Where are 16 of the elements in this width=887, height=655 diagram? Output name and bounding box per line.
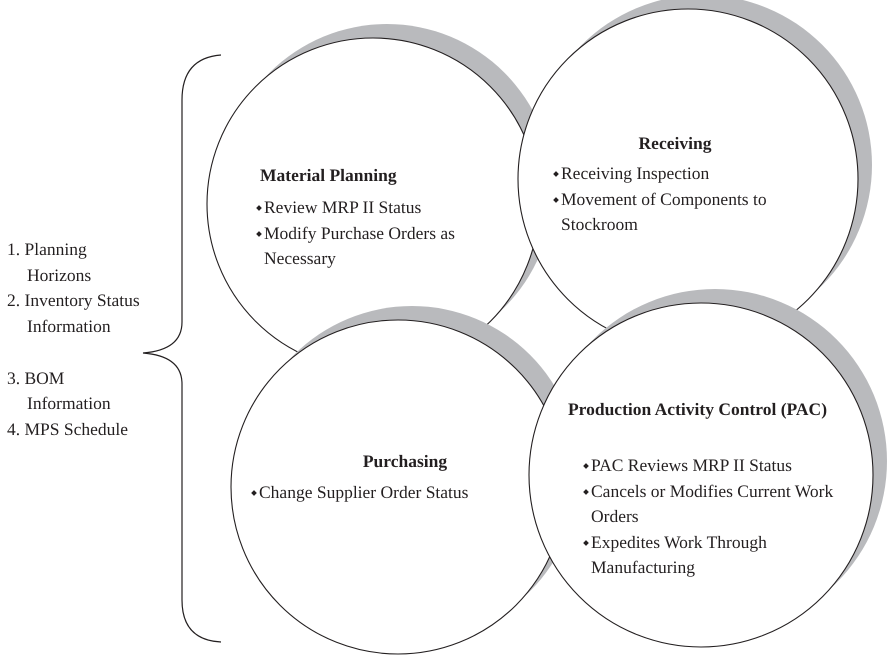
list-item: 3. BOM Information [7, 366, 112, 416]
list-item: 1. Planning Horizons [7, 238, 92, 287]
bullet-text: Cancels or Modifies Current Work Orders [591, 480, 834, 528]
bullet-text: Expedites Work Through Manufacturing [591, 530, 768, 579]
circle-heading: Material Planning [260, 164, 398, 187]
bullet-text: PAC Reviews MRP II Status [591, 454, 792, 477]
circle-heading: Receiving [638, 132, 712, 155]
bullet-text: Change Supplier Order Status [259, 481, 468, 504]
list-item: 4. MPS Schedule [7, 418, 130, 441]
bullet-text: Receiving Inspection [561, 162, 710, 185]
circle-heading: Production Activity Control (PAC) [566, 398, 828, 421]
list-item: 2. Inventory Status Information [7, 289, 141, 338]
bullet-text: Movement of Components to Stockroom [561, 188, 768, 236]
bullet-text: Review MRP II Status [264, 196, 422, 219]
bullet-text: Modify Purchase Orders as Necessary [264, 222, 456, 270]
circle-heading: Purchasing [362, 450, 448, 473]
